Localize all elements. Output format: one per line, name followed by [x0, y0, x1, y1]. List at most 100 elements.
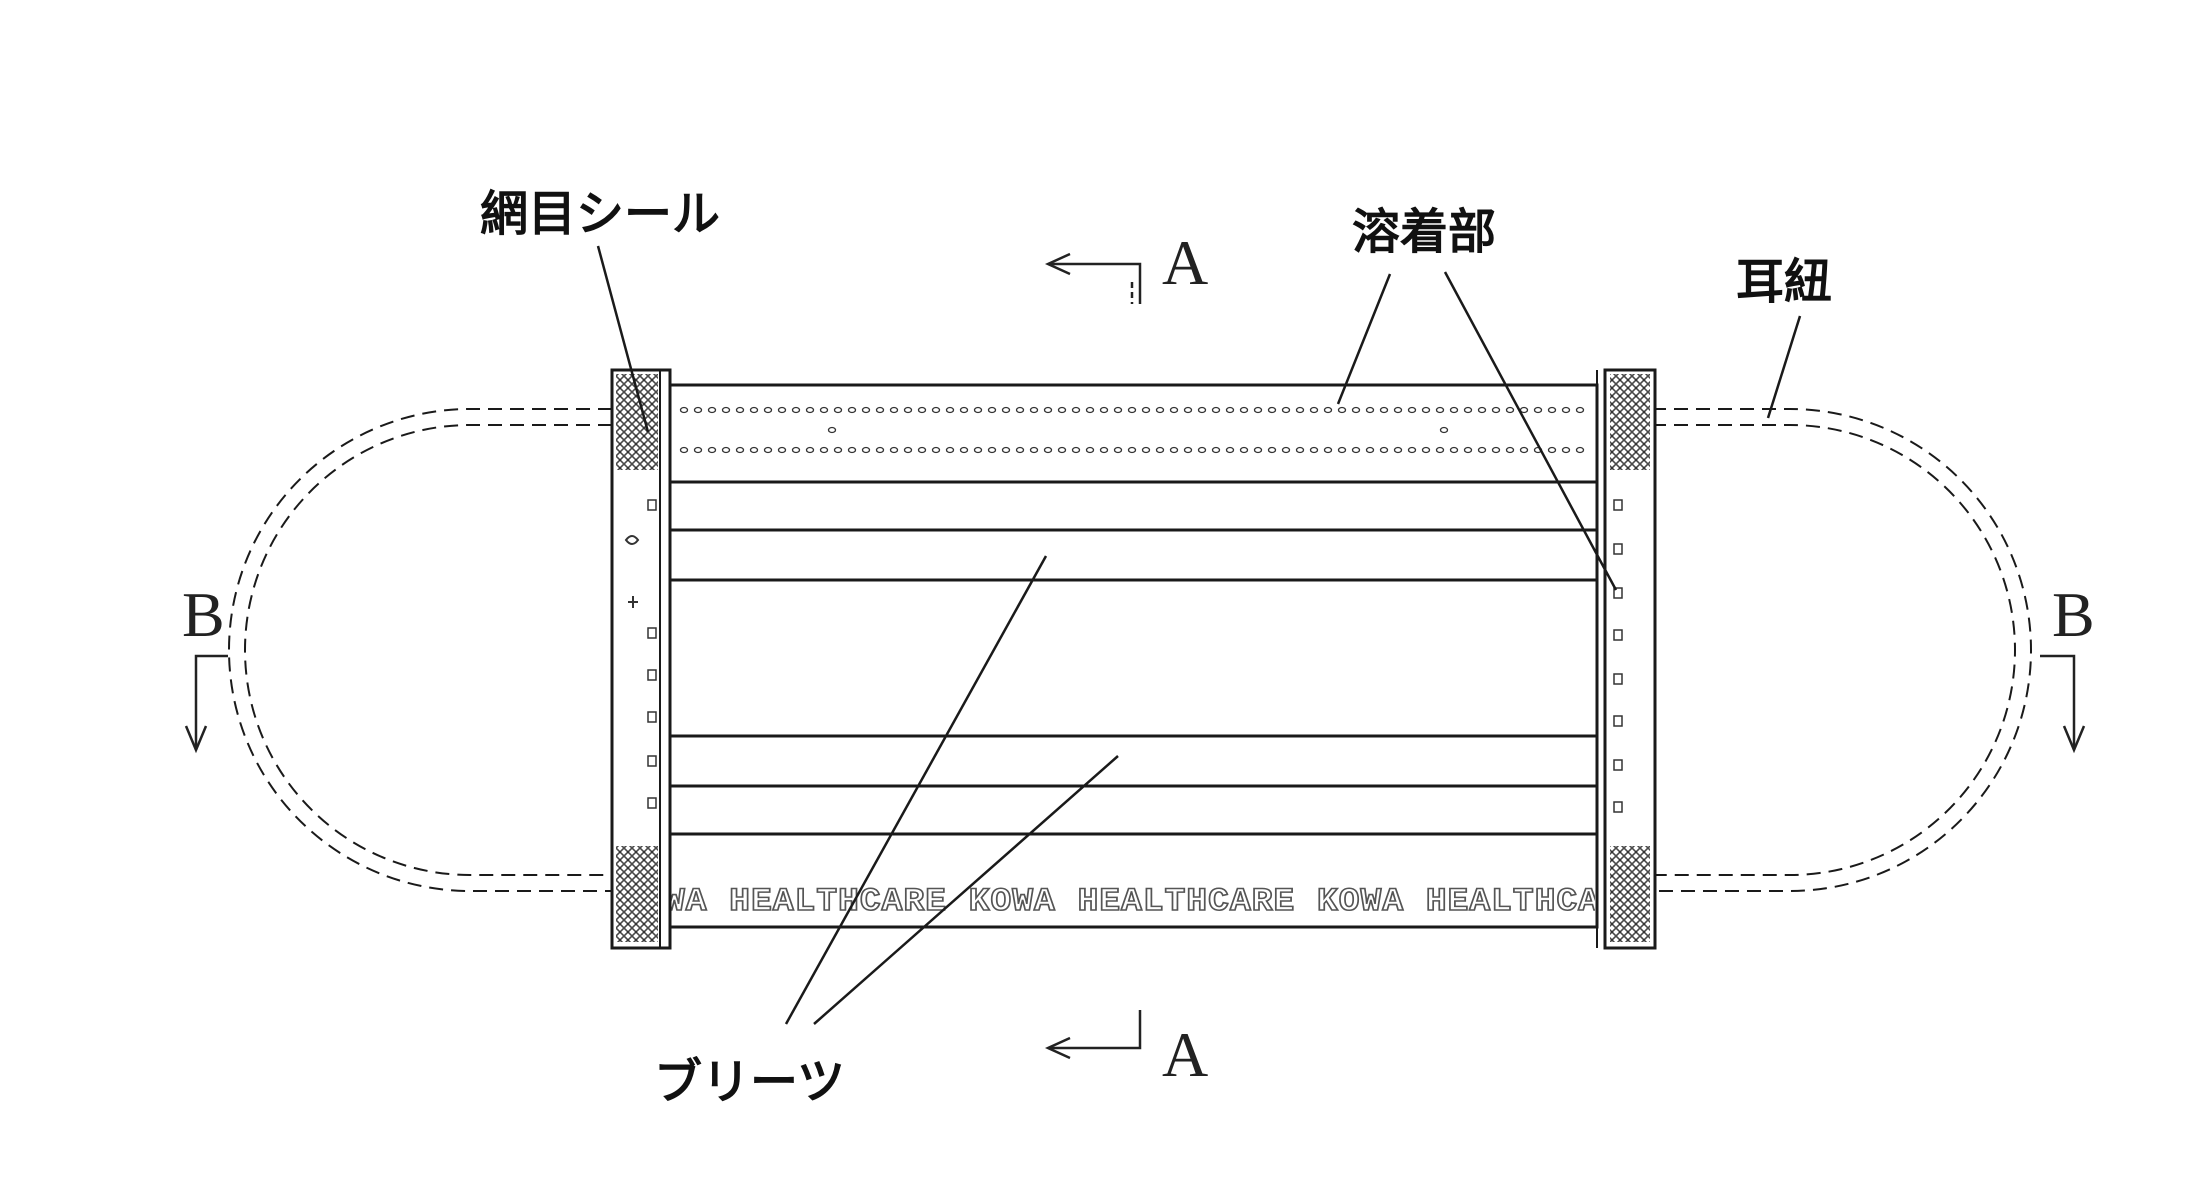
weld-dot [1575, 406, 1585, 414]
weld-dot [833, 446, 843, 454]
weld-dot [763, 406, 773, 414]
weld-dot [1001, 446, 1011, 454]
weld-dot [1127, 406, 1137, 414]
weld-dots [679, 406, 1585, 454]
weld-dot [679, 406, 689, 414]
weld-dot [1323, 446, 1333, 454]
weld-dot [819, 446, 829, 454]
weld-dot [1351, 406, 1361, 414]
seal-mark [647, 755, 657, 767]
weld-dot [707, 406, 717, 414]
weld-dot [1393, 406, 1403, 414]
leader-pleat-1 [784, 555, 1048, 1025]
weld-dot [1379, 446, 1389, 454]
weld-dot [1057, 446, 1067, 454]
weld-dot [1099, 406, 1109, 414]
weld-dot [1281, 406, 1291, 414]
weld-dot [1393, 446, 1403, 454]
weld-dot [1155, 446, 1165, 454]
brand-print: WA HEALTHCARE KOWA HEALTHCARE KOWA HEALT… [664, 883, 1600, 920]
weld-dot [847, 446, 857, 454]
label-ear-strap: 耳紐 [1736, 254, 1832, 310]
section-marker-a-bottom [1044, 1010, 1142, 1060]
weld-dot [1267, 406, 1277, 414]
weld-dot [819, 406, 829, 414]
weld-dot [1477, 446, 1487, 454]
section-letter-b-left: B [182, 579, 225, 650]
weld-dot [1141, 446, 1151, 454]
mesh-seal-bottom-left [616, 846, 658, 942]
weld-dot [805, 446, 815, 454]
weld-dot [1197, 406, 1207, 414]
weld-dot [1197, 446, 1207, 454]
label-pleats: ブリーツ [654, 1054, 845, 1110]
weld-dot [1491, 406, 1501, 414]
right-seal-marks [1613, 499, 1623, 813]
weld-dot [1309, 406, 1319, 414]
weld-dot [1211, 406, 1221, 414]
weld-dot [1365, 406, 1375, 414]
section-marker-a-top [1044, 252, 1142, 304]
weld-dot [693, 446, 703, 454]
weld-dot [1183, 406, 1193, 414]
weld-dot [1057, 406, 1067, 414]
weld-dot [861, 406, 871, 414]
weld-dot [1071, 406, 1081, 414]
weld-dot [1141, 406, 1151, 414]
section-marker-b-left [184, 654, 228, 754]
weld-dot [1575, 446, 1585, 454]
weld-dot [1337, 406, 1347, 414]
seal-mark [1613, 629, 1623, 641]
weld-dot [1351, 446, 1361, 454]
weld-dot [777, 406, 787, 414]
seal-mark [647, 711, 657, 723]
mesh-seal-bottom-right [1610, 846, 1650, 942]
weld-dot [1295, 406, 1305, 414]
weld-dot [1085, 446, 1095, 454]
weld-dot [1505, 446, 1515, 454]
weld-dot [889, 406, 899, 414]
seal-mark [647, 627, 657, 639]
side-seal-right [1596, 368, 1657, 950]
weld-dot [1267, 446, 1277, 454]
leader-weld-side [1443, 271, 1618, 591]
weld-dot [791, 406, 801, 414]
weld-dot [1099, 446, 1109, 454]
weld-dot [721, 406, 731, 414]
weld-dot [1323, 406, 1333, 414]
weld-dot [1519, 446, 1529, 454]
label-weld-part: 溶着部 [1352, 204, 1496, 260]
weld-dot [1477, 406, 1487, 414]
weld-dot [679, 446, 689, 454]
weld-dot [1295, 446, 1305, 454]
weld-dot [875, 406, 885, 414]
weld-dot [1029, 406, 1039, 414]
weld-dot [1547, 446, 1557, 454]
weld-dot [917, 446, 927, 454]
weld-dot [1449, 446, 1459, 454]
leader-weld-top [1336, 273, 1392, 405]
seal-mark [647, 797, 657, 809]
weld-dot [1281, 446, 1291, 454]
weld-dot [1379, 406, 1389, 414]
weld-dot [987, 446, 997, 454]
weld-dot [847, 406, 857, 414]
weld-dot [959, 406, 969, 414]
weld-dot [959, 446, 969, 454]
weld-dot [1407, 446, 1417, 454]
weld-dot [805, 406, 815, 414]
weld-dot [903, 446, 913, 454]
weld-dot [861, 446, 871, 454]
weld-dot [1127, 446, 1137, 454]
weld-dot [931, 406, 941, 414]
pleats [668, 480, 1597, 836]
seal-mark [647, 669, 657, 681]
weld-dot [693, 406, 703, 414]
weld-dot [1561, 406, 1571, 414]
weld-dot [1183, 446, 1193, 454]
weld-dot [1169, 446, 1179, 454]
weld-dot [1015, 406, 1025, 414]
label-mesh-seal: 網目シール [480, 186, 720, 242]
weld-dot [721, 446, 731, 454]
weld-dot [1225, 446, 1235, 454]
